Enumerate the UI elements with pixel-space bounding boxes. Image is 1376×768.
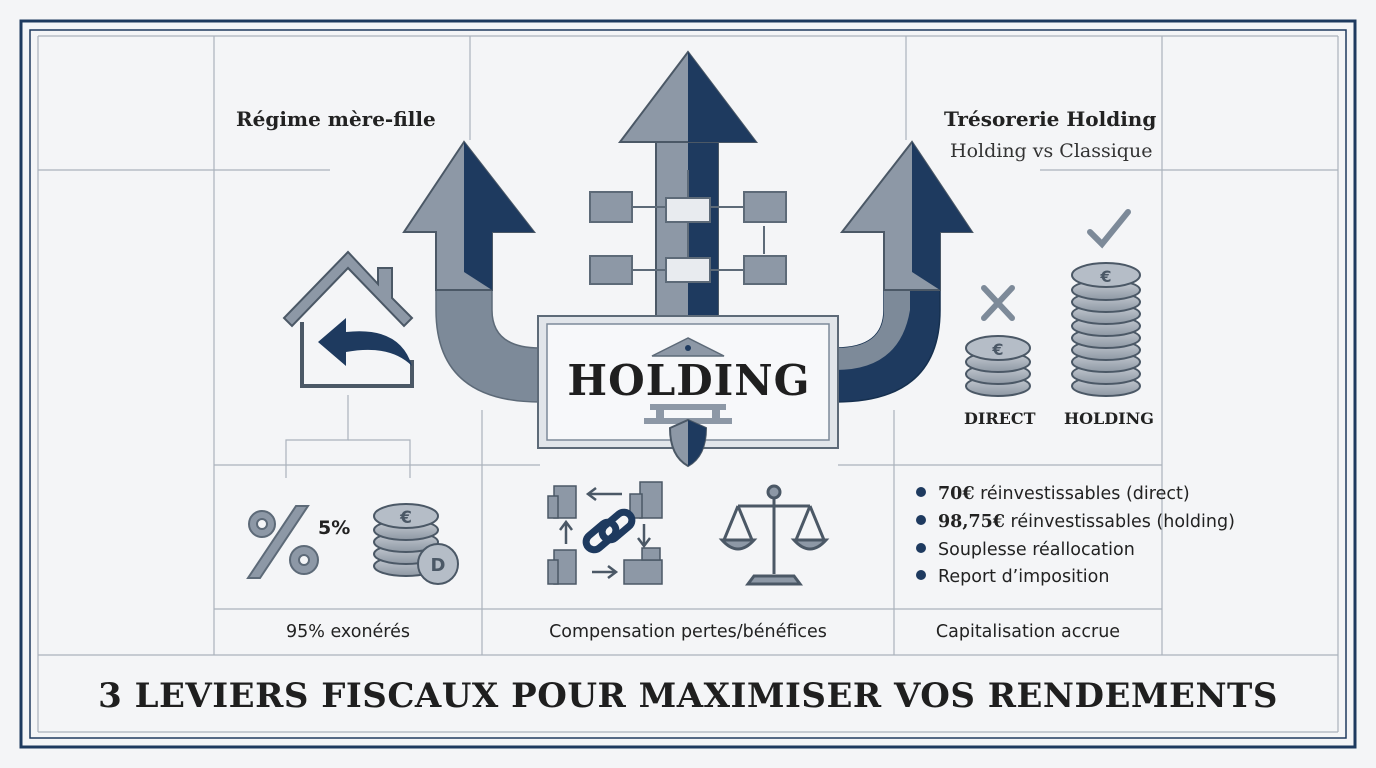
bullet-item: Souplesse réallocation xyxy=(916,540,1135,560)
bullet-item: 70€ réinvestissables (direct) xyxy=(916,484,1190,504)
bullet-dot xyxy=(916,487,926,497)
check-icon xyxy=(1087,209,1131,249)
link-chain-icon xyxy=(547,481,663,585)
shield-icon xyxy=(668,418,708,468)
bullet-dot xyxy=(916,543,926,553)
coin-stack-icon: € D xyxy=(373,503,459,585)
house-return-icon xyxy=(282,250,414,388)
holding-label: HOLDING xyxy=(567,356,811,405)
coin-stack-holding-icon: € xyxy=(1071,262,1141,397)
main-title: 3 LEVIERS FISCAUX POUR MAXIMISER VOS REN… xyxy=(98,676,1278,716)
right-growth-arrow xyxy=(835,140,974,403)
balance-scale-icon xyxy=(718,484,830,586)
bullet-dot xyxy=(916,515,926,525)
caption-center: Compensation pertes/bénéfices xyxy=(549,622,827,642)
lever-subtitle-right: Holding vs Classique xyxy=(950,140,1153,162)
org-chart-icon xyxy=(589,170,787,285)
direct-label: DIRECT xyxy=(964,409,1036,428)
caption-right: Capitalisation accrue xyxy=(935,622,1121,642)
svg-text:€: € xyxy=(1099,267,1111,286)
left-growth-arrow xyxy=(402,140,541,403)
holding-coins-label: HOLDING xyxy=(1064,409,1154,428)
lever-title-left: Régime mère-fille xyxy=(236,107,436,131)
holding-box xyxy=(537,315,839,468)
caption-left: 95% exonérés xyxy=(286,622,410,642)
svg-text:€: € xyxy=(399,508,412,528)
percent-icon xyxy=(246,505,319,579)
bullet-item: 98,75€ réinvestissables (holding) xyxy=(916,512,1235,532)
percent-label: 5% xyxy=(318,517,351,539)
lever-title-right: Trésorerie Holding xyxy=(944,107,1157,131)
outer-frame xyxy=(19,19,1357,749)
bullet-item: Report d’imposition xyxy=(916,567,1109,587)
svg-text:D: D xyxy=(431,555,446,576)
coin-stack-direct-icon: € xyxy=(965,335,1031,397)
grid-lines xyxy=(37,35,1339,733)
svg-text:€: € xyxy=(991,340,1003,359)
bullet-dot xyxy=(916,570,926,580)
cross-icon xyxy=(981,285,1015,321)
